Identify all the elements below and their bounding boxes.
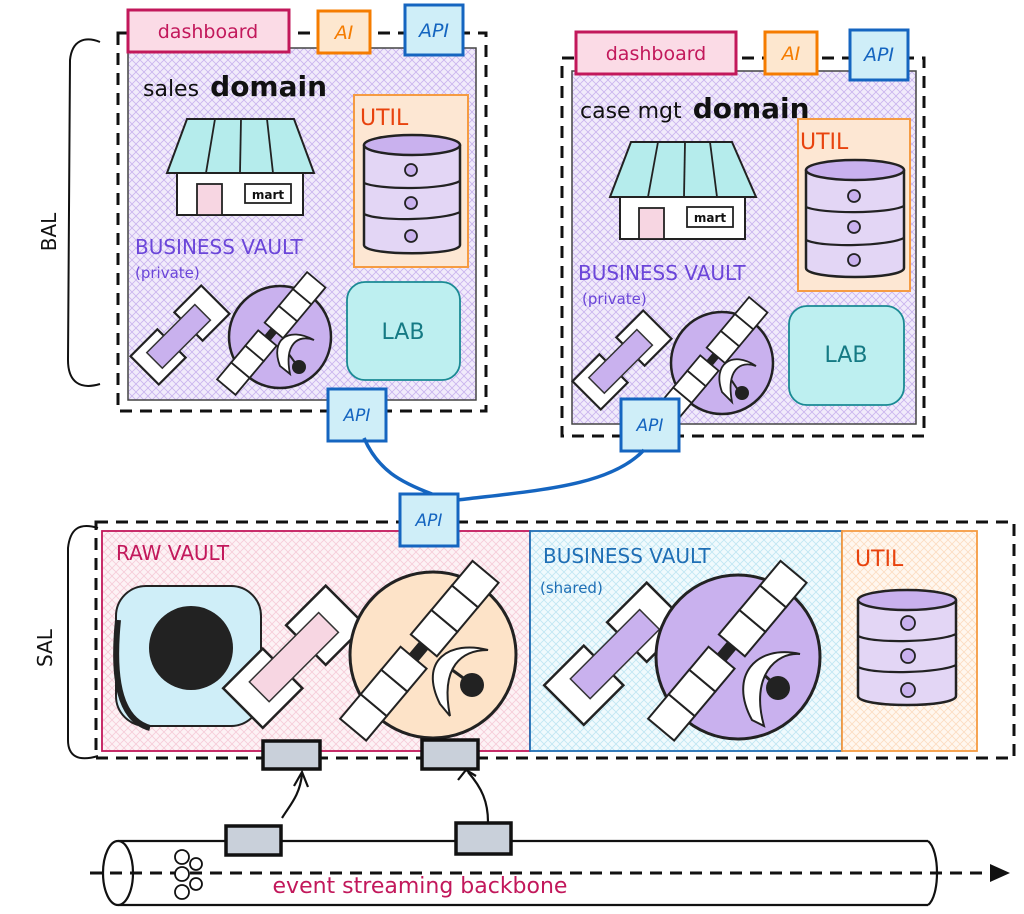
case-mgt-util-label: UTIL (800, 130, 849, 155)
ingest-port-2 (420, 738, 480, 771)
sales-domain-boundary (116, 31, 488, 413)
mart-house-icon: mart (165, 118, 316, 216)
sales-util-database-icon (362, 133, 462, 255)
ingest-port-1 (261, 739, 322, 771)
case-mgt-satellite-icon (657, 295, 775, 422)
case-mgt-ai-label: AI (780, 43, 801, 65)
case-mgt-business-vault-sub: (private) (582, 290, 647, 308)
sales-api-label: API (417, 20, 449, 42)
event-flow-arrowhead (990, 864, 1010, 882)
sales-dashboard-tag[interactable]: dashboard (126, 8, 291, 54)
kafka-icon (174, 849, 203, 900)
bal-label: BAL (37, 212, 61, 251)
case-mgt-lab-box[interactable]: LAB (788, 305, 905, 406)
sales-util-label: UTIL (360, 106, 409, 131)
ingest-arrows (281, 768, 490, 823)
shared-util-label: UTIL (855, 547, 904, 572)
api-connectors (362, 437, 646, 502)
case-mgt-api-label: API (862, 44, 894, 66)
shared-util-database-icon (856, 588, 958, 707)
sales-dashboard-label: dashboard (158, 21, 259, 43)
case-mgt-dashboard-label: dashboard (606, 43, 707, 65)
event-streaming-backbone: event streaming backbone (90, 821, 1010, 907)
raw-link-icon (221, 583, 368, 730)
shared-business-vault-sub: (shared) (540, 579, 603, 597)
shared-area: RAW VAULT (94, 492, 1016, 771)
sales-domain-title: sales domain (143, 70, 327, 103)
sales-ai-tag[interactable]: AI (316, 9, 372, 55)
backbone-label: event streaming backbone (273, 874, 568, 899)
case-mgt-api-out[interactable]: API (619, 397, 681, 453)
shared-satellite-icon (646, 559, 822, 743)
case-mgt-domain-title: case mgt domain (580, 92, 810, 125)
raw-satellite-icon (338, 559, 518, 743)
sales-business-vault-sub: (private) (135, 264, 200, 282)
case-mgt-link-icon (570, 308, 674, 412)
case-mgt-lab-label: LAB (825, 343, 868, 368)
case-mgt-api-tag[interactable]: API (848, 28, 910, 82)
sales-domain-suffix: domain (210, 70, 327, 103)
case-mgt-domain: dashboard AI API case mgt domain mart UT… (560, 28, 926, 453)
case-mgt-api-out-label: API (636, 416, 664, 436)
shared-util-area: UTIL (841, 530, 978, 752)
sal-brace (67, 525, 99, 760)
raw-vault-area: RAW VAULT (101, 530, 531, 752)
sales-mart-label: mart (252, 188, 285, 202)
sales-domain-prefix: sales (143, 77, 199, 102)
sales-lab-box[interactable]: LAB (346, 281, 461, 381)
shared-business-vault-label: BUSINESS VAULT (543, 544, 711, 568)
mart-house-icon: mart (608, 141, 758, 240)
sales-api-out-label: API (343, 406, 371, 426)
case-mgt-dashboard-tag[interactable]: dashboard (574, 30, 738, 76)
sales-link-icon (128, 283, 232, 387)
shared-boundary (94, 520, 1016, 760)
sales-satellite-icon (215, 270, 333, 397)
case-mgt-ai-tag[interactable]: AI (763, 30, 819, 76)
case-mgt-domain-suffix: domain (693, 92, 810, 125)
sales-business-vault-label: BUSINESS VAULT (135, 235, 303, 259)
bal-brace (66, 38, 101, 387)
shared-api[interactable]: API (398, 492, 460, 548)
raw-vault-label: RAW VAULT (116, 541, 230, 565)
case-mgt-mart-label: mart (694, 211, 727, 225)
case-mgt-util-database-icon (804, 158, 906, 279)
sales-api-out[interactable]: API (326, 387, 388, 443)
case-mgt-business-vault-label: BUSINESS VAULT (578, 261, 746, 285)
shared-business-vault-area: BUSINESS VAULT (shared) (529, 530, 843, 752)
event-topic-2 (454, 821, 513, 856)
case-mgt-domain-boundary (560, 56, 926, 438)
sal-label: SAL (33, 628, 57, 667)
sales-lab-label: LAB (382, 320, 425, 345)
sales-ai-label: AI (333, 22, 354, 44)
sales-api-tag[interactable]: API (403, 3, 465, 57)
sales-domain: dashboard AI API sales domain mart (116, 3, 488, 443)
shared-api-label: API (415, 511, 443, 531)
event-topic-1 (224, 824, 283, 857)
case-mgt-domain-prefix: case mgt (580, 99, 682, 124)
hub-icon (113, 585, 262, 731)
